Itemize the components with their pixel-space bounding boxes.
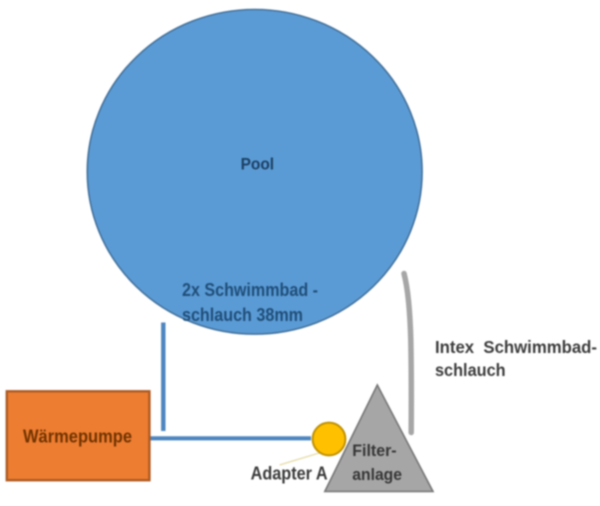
svg-text:Adapter A: Adapter A	[251, 463, 328, 483]
svg-text:2x Schwimmbad -: 2x Schwimmbad -	[182, 280, 318, 300]
svg-text:Filter-: Filter-	[352, 441, 396, 460]
svg-text:Intex Schwimmbad-: Intex Schwimmbad-	[435, 337, 597, 357]
svg-text:Pool: Pool	[241, 154, 275, 173]
svg-text:anlage: anlage	[352, 465, 402, 484]
svg-text:schlauch: schlauch	[435, 360, 506, 380]
svg-text:Wärmepumpe: Wärmepumpe	[23, 426, 132, 447]
svg-text:schlauch 38mm: schlauch 38mm	[182, 305, 303, 325]
